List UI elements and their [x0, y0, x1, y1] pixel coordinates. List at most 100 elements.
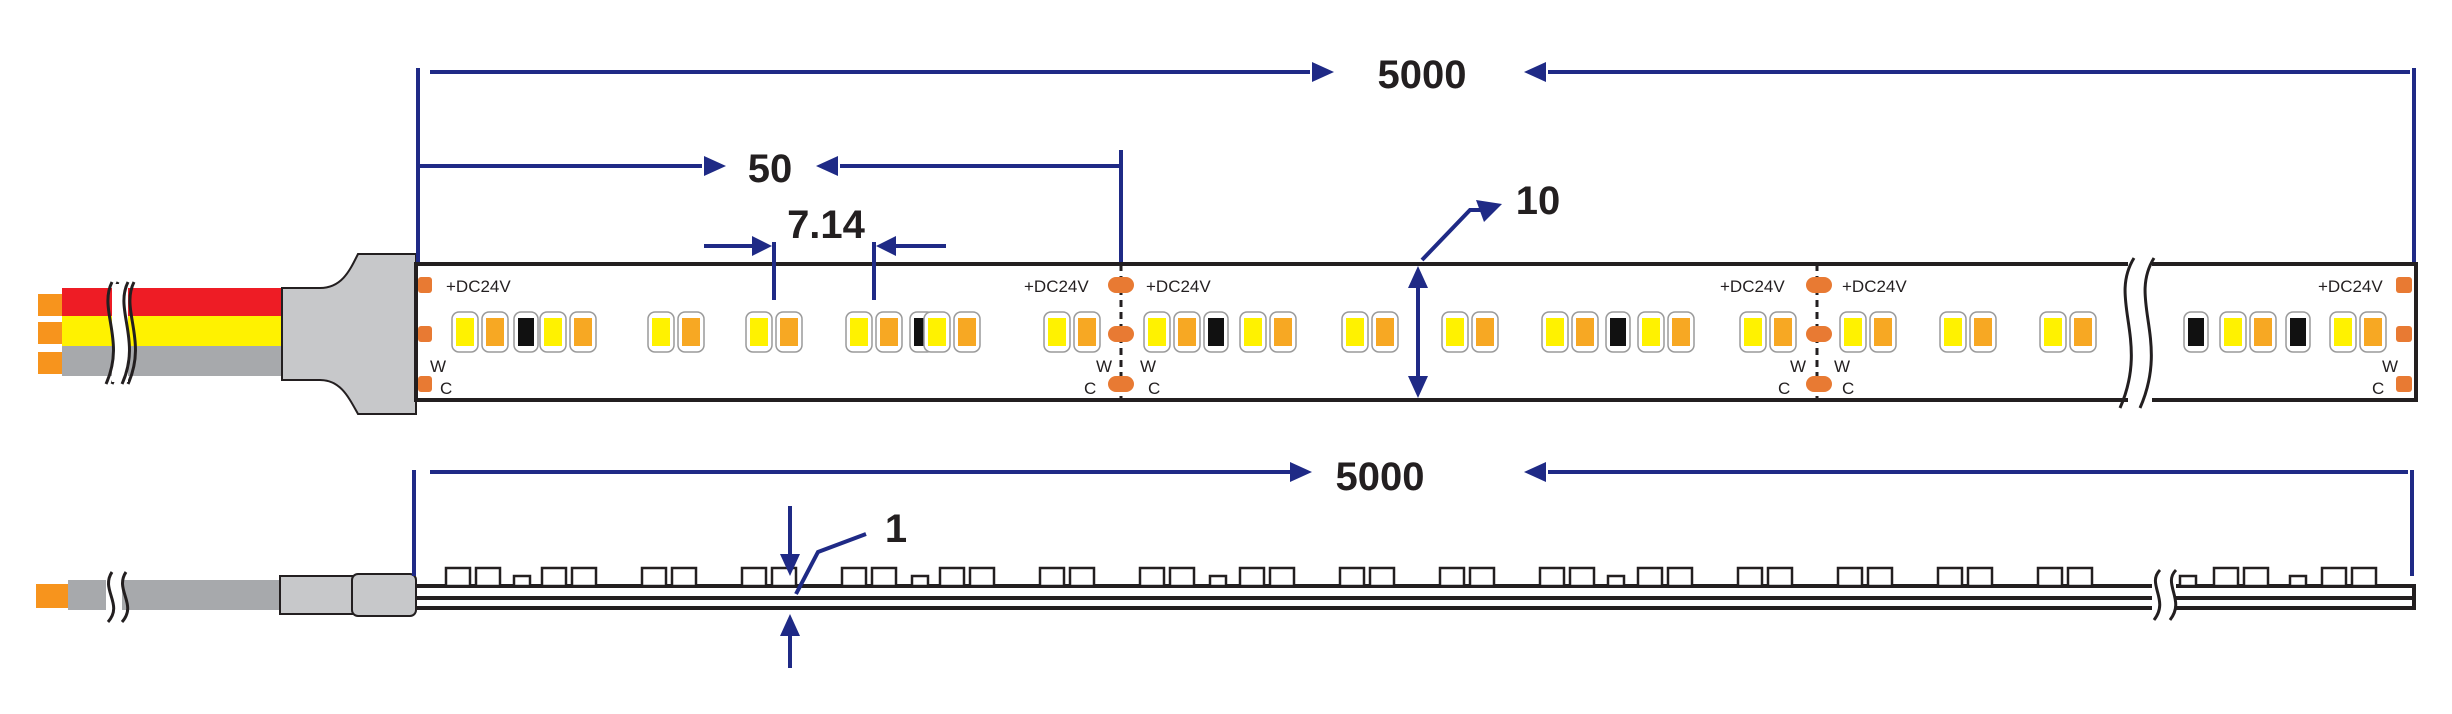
led-chip-amber — [775, 311, 803, 353]
side-led-profile — [1068, 566, 1096, 588]
pad-label-w: W — [1140, 357, 1156, 376]
pad-label-dc24v: +DC24V — [2318, 277, 2383, 296]
side-led-profile — [1966, 566, 1994, 588]
led-chip-amber — [1571, 311, 1599, 353]
led-chip-amber — [1869, 311, 1897, 353]
led-chip-black — [1605, 311, 1631, 353]
side-led-profile — [840, 566, 868, 588]
side-led-profile — [968, 566, 996, 588]
side-led-profile — [540, 566, 568, 588]
led-chip-amber — [481, 311, 509, 353]
pad-label-w: W — [430, 357, 446, 376]
led-chip-amber — [1269, 311, 1297, 353]
led-chip-amber — [953, 311, 981, 353]
dimension-cut-length: 50 — [420, 147, 1123, 262]
side-led-profile — [2066, 566, 2094, 588]
pad-label-c: C — [1842, 379, 1854, 398]
led-chip-amber — [875, 311, 903, 353]
led-chip-amber — [1769, 311, 1797, 353]
led-chip-amber — [569, 311, 597, 353]
side-led-profile — [1736, 566, 1764, 588]
side-led-profile — [640, 566, 668, 588]
pad-label-dc24v: +DC24V — [1720, 277, 1785, 296]
solder-pad — [1806, 277, 1832, 293]
side-led-profile — [2242, 566, 2270, 588]
side-wire-tip — [36, 584, 68, 608]
led-chip-amber — [1173, 311, 1201, 353]
pad-label-w: W — [1790, 357, 1806, 376]
solder-pads — [418, 277, 2412, 392]
side-led-profile — [1138, 566, 1166, 588]
led-chip-warm — [2039, 311, 2067, 353]
led-chip-amber — [1471, 311, 1499, 353]
pad-label-c: C — [1148, 379, 1160, 398]
pad-label-w: W — [1834, 357, 1850, 376]
side-strip-break-mark — [2152, 568, 2178, 621]
wire-gray — [62, 346, 284, 376]
pad-labels: +DC24V W C +DC24V +DC24V W W C C +DC24V … — [430, 277, 2398, 398]
side-led-profile — [1666, 566, 1694, 588]
led-chip-black — [2285, 311, 2311, 353]
side-led-profile — [570, 566, 598, 588]
led-chip-warm — [1043, 311, 1071, 353]
led-chip-amber — [1969, 311, 1997, 353]
side-led-profile — [1468, 566, 1496, 588]
side-led-profile — [870, 566, 898, 588]
dimension-label-cut: 50 — [748, 147, 793, 191]
led-chip-black — [513, 311, 539, 353]
solder-pad — [1108, 376, 1134, 392]
led-chip-warm — [647, 311, 675, 353]
side-led-profile — [1568, 566, 1596, 588]
side-led-profile — [2350, 566, 2378, 588]
led-chip-amber — [1073, 311, 1101, 353]
side-led-profile — [512, 574, 532, 588]
led-chip-warm — [2219, 311, 2247, 353]
side-led-profile — [1238, 566, 1266, 588]
solder-pad — [1108, 326, 1134, 342]
side-led-profile — [670, 566, 698, 588]
led-chip-warm — [923, 311, 951, 353]
pad-label-dc24v: +DC24V — [1024, 277, 1089, 296]
side-led-profile — [1038, 566, 1066, 588]
led-chip-warm — [1939, 311, 1967, 353]
led-chip-warm — [1441, 311, 1469, 353]
side-led-profile — [2036, 566, 2064, 588]
side-led-profile — [2288, 574, 2308, 588]
led-chips — [451, 311, 2387, 353]
side-led-profile — [1936, 566, 1964, 588]
led-chip-black — [1203, 311, 1229, 353]
side-led-profile — [1438, 566, 1466, 588]
dimension-label-pitch: 7.14 — [787, 203, 866, 247]
pad-label-dc24v: +DC24V — [1146, 277, 1211, 296]
dimension-total-length: 5000 — [416, 53, 2416, 262]
led-chip-warm — [539, 311, 567, 353]
dimension-label-thickness: 1 — [885, 507, 907, 551]
led-chip-warm — [745, 311, 773, 353]
side-led-profile — [1606, 574, 1626, 588]
pad-label-w: W — [1096, 357, 1112, 376]
side-led-profile — [1268, 566, 1296, 588]
strip-break-mark — [2118, 257, 2156, 409]
wire-tip-yellow — [38, 322, 62, 344]
led-chip-amber — [2069, 311, 2097, 353]
wire-red — [62, 288, 284, 316]
pad-label-c: C — [440, 379, 452, 398]
side-led-profile — [910, 574, 930, 588]
solder-pad — [2396, 326, 2412, 342]
side-led-profile — [2212, 566, 2240, 588]
side-view: 5000 1 — [36, 455, 2416, 668]
solder-pad — [418, 326, 432, 342]
side-led-profile — [474, 566, 502, 588]
wire-tip-gray — [38, 352, 62, 374]
solder-pad — [418, 277, 432, 293]
side-dimension-label-total: 5000 — [1336, 455, 1425, 499]
led-chip-warm — [1839, 311, 1867, 353]
led-chip-warm — [2329, 311, 2357, 353]
led-chip-amber — [2359, 311, 2387, 353]
solder-pad — [2396, 277, 2412, 293]
dimension-label-width: 10 — [1516, 179, 1561, 223]
side-dimension-total-length: 5000 — [412, 455, 2414, 576]
led-chip-warm — [845, 311, 873, 353]
led-chip-amber — [677, 311, 705, 353]
side-led-profile — [2320, 566, 2348, 588]
